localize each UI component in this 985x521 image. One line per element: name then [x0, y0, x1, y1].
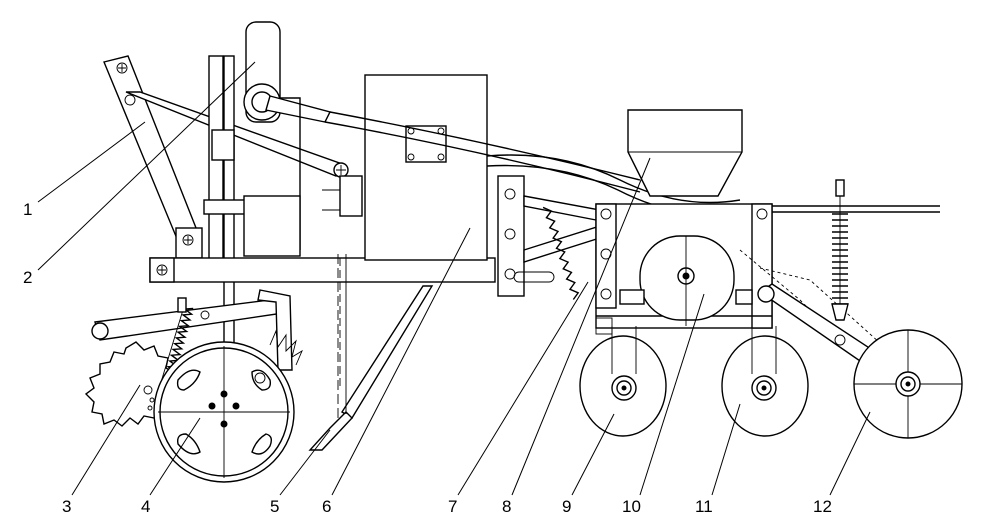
label-1: 1 — [23, 200, 32, 219]
covering-disc-front — [579, 326, 667, 437]
label-2: 2 — [23, 268, 32, 287]
curved-drawbar — [324, 111, 741, 216]
metering-drum — [619, 235, 753, 326]
label-6: 6 — [322, 497, 331, 516]
label-5: 5 — [270, 497, 279, 516]
label-12: 12 — [813, 497, 832, 516]
press-wheel — [153, 329, 303, 483]
meter-spring — [542, 206, 580, 300]
label-11: 11 — [695, 497, 713, 516]
label-3: 3 — [62, 497, 71, 516]
furrow-opener — [308, 254, 434, 451]
vertical-mast — [203, 21, 332, 377]
main-frame-beam — [149, 257, 496, 388]
label-10: 10 — [622, 497, 641, 516]
leader-lines — [37, 61, 871, 496]
star-sprocket-wheel — [84, 289, 293, 427]
part-labels: 1 2 3 4 5 6 7 8 9 10 11 12 — [23, 200, 832, 516]
label-7: 7 — [448, 497, 457, 516]
hitch-link-arm — [103, 55, 349, 259]
rear-coil-spring — [831, 179, 849, 321]
rear-press-wheel — [853, 329, 963, 439]
seed-hopper — [627, 109, 743, 197]
label-9: 9 — [562, 497, 571, 516]
tension-spring-left — [157, 297, 194, 393]
covering-disc-rear — [721, 326, 809, 437]
label-8: 8 — [502, 497, 511, 516]
center-box — [322, 74, 488, 261]
label-4: 4 — [141, 497, 150, 516]
